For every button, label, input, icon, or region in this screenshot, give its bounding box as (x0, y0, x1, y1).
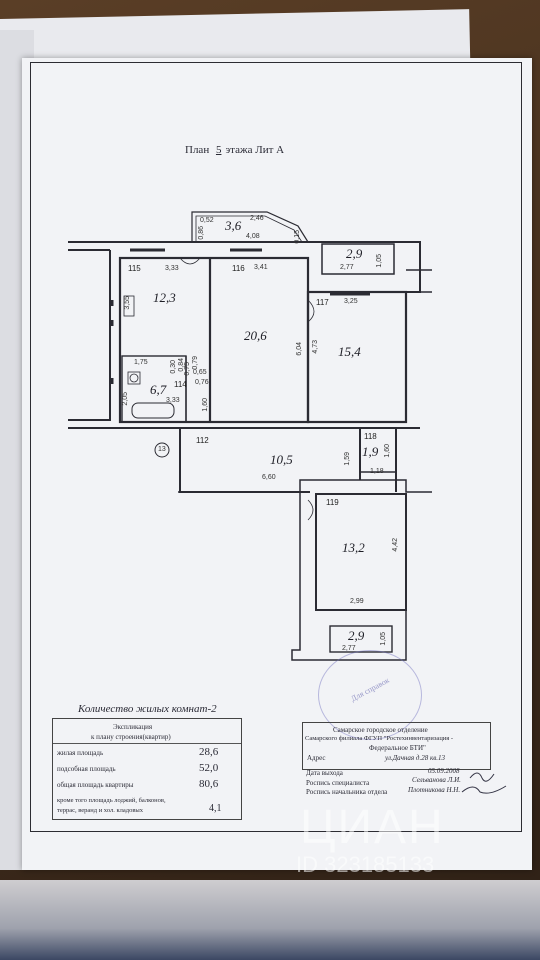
dim-325: 3,25 (344, 298, 358, 305)
dim-277-bottom: 2,77 (342, 645, 356, 652)
axis-label: 13 (158, 446, 166, 453)
explication-utility-label: подсобная площадь (57, 765, 116, 773)
explication-note-1: кроме того площадь лоджий, балконов, (57, 797, 166, 804)
dim-076: 0,76 (195, 379, 209, 386)
explication-utility-value: 52,0 (199, 762, 219, 774)
head-name: Плотникова Н.Н. (408, 786, 461, 794)
date-label: Дата выхода (306, 769, 343, 777)
dim-408: 4,08 (246, 233, 260, 240)
explication-header-1: Экспликация (113, 723, 153, 731)
address-label: Адрес (307, 754, 326, 762)
loggia-bottom-area: 2,9 (348, 628, 365, 643)
dim-333-115: 3,33 (165, 265, 179, 272)
room-114-area: 6,7 (150, 382, 167, 397)
dim-065: 0,65 (193, 369, 207, 376)
dim-341: 3,41 (254, 264, 268, 271)
explication-header-2: к плану строения(квартир) (91, 733, 171, 741)
dim-246: 2,46 (250, 215, 264, 222)
watermark-id: ID 323185133 (296, 852, 435, 877)
explication-table: Экспликация к плану строения(квартир) жи… (52, 718, 242, 820)
room-117-id: 117 (316, 298, 329, 307)
spec-name: Сельванова Л.И. (412, 776, 461, 784)
floor-background (0, 880, 540, 960)
office-line-1: Самарское городское отделение (333, 726, 428, 734)
explication-note-value: 4,1 (209, 803, 222, 814)
explication-note-2: террас, веранд и хол. кладовых (57, 807, 144, 814)
dim-175: 1,75 (134, 359, 148, 366)
round-stamp: Для справок (318, 650, 422, 740)
floor-suffix: этажа Лит А (225, 144, 285, 156)
document-frame (30, 62, 522, 832)
room-116-area: 20,6 (244, 328, 267, 343)
office-box: Самарское городское отделение Самарского… (302, 722, 491, 770)
room-117-area: 15,4 (338, 344, 361, 359)
floor-number: 5 (215, 144, 222, 156)
plan-word: План (185, 144, 210, 156)
living-rooms-count: Количество жилых комнат-2 (78, 703, 217, 715)
watermark-brand: ЦИАН (300, 801, 445, 854)
room-114-id: 114 (174, 380, 187, 389)
dim-333-114: 3,33 (166, 397, 180, 404)
dim-118: 1,18 (370, 468, 384, 475)
room-112-id: 112 (196, 436, 209, 445)
room-115-id: 115 (128, 264, 141, 273)
dim-277-top: 2,77 (340, 264, 354, 271)
axis-marker (154, 442, 170, 458)
office-line-2: Самарского филиала ФГУП "Ростехинвентари… (305, 735, 454, 742)
date-value: 05.09.2008 (428, 767, 460, 775)
explication-living-label: жилая площадь (57, 749, 104, 757)
document-sheet (22, 58, 532, 870)
explication-total-value: 80,6 (199, 778, 219, 790)
dim-660: 6,60 (262, 474, 276, 481)
room-118-area: 1,9 (362, 444, 379, 459)
dim-052: 0,52 (200, 217, 214, 224)
loggia-top-area: 2,9 (346, 246, 363, 261)
dim-299: 2,99 (350, 598, 364, 605)
explication-total-label: общая площадь квартиры (57, 781, 134, 789)
balcony-top-area: 3,6 (225, 218, 242, 233)
room-118-id: 118 (364, 432, 377, 441)
room-119-area: 13,2 (342, 540, 365, 555)
room-115-area: 12,3 (153, 290, 176, 305)
room-112-area: 10,5 (270, 452, 293, 467)
address-value: ул.Дачная д.28 кв.13 (385, 754, 446, 762)
room-119-id: 119 (326, 498, 339, 507)
explication-living-value: 28,6 (199, 746, 219, 758)
head-label: Роспись начальника отдела (306, 788, 388, 796)
room-116-id: 116 (232, 264, 245, 273)
office-line-3: Федеральное БТИ" (369, 744, 426, 752)
spec-label: Роспись специалиста (306, 779, 370, 787)
